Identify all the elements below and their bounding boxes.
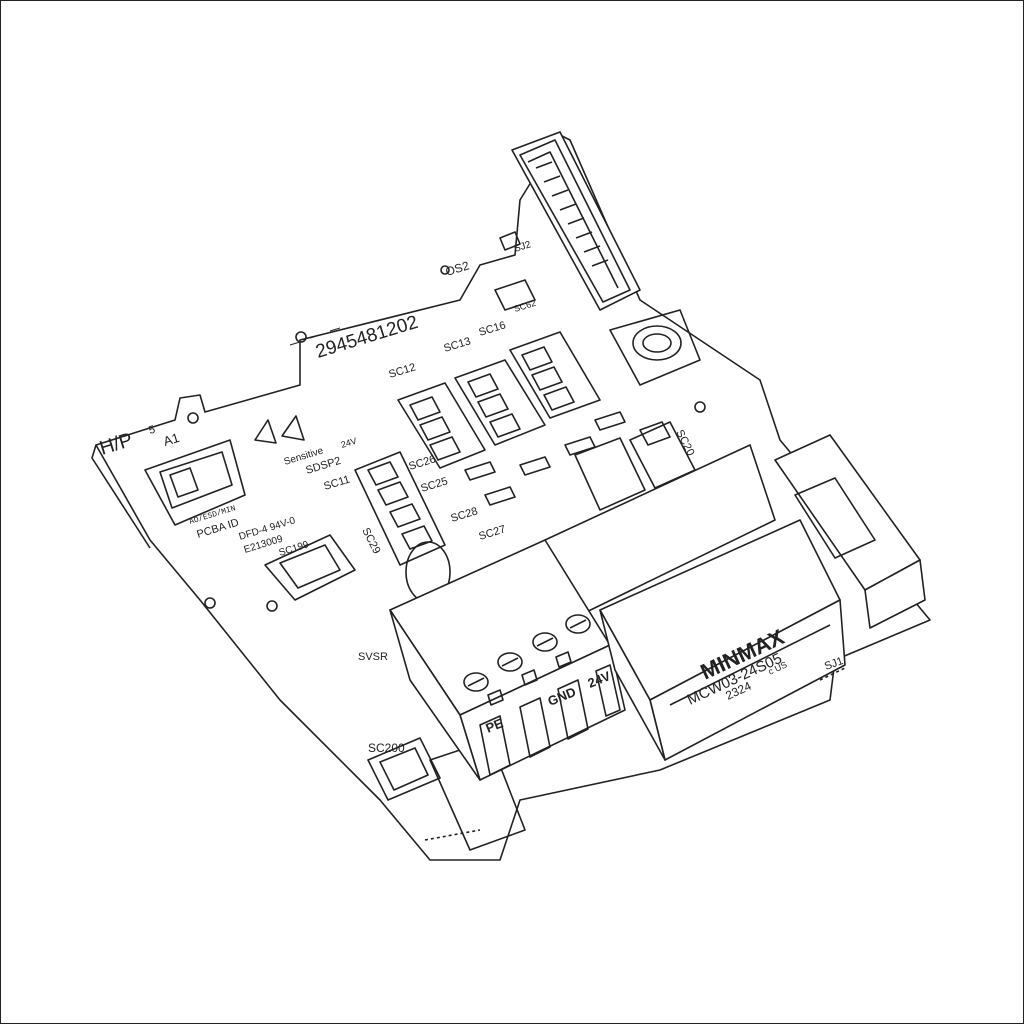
qr-label — [144, 439, 246, 526]
label-os2: OS2 — [444, 258, 471, 279]
label-rev-5: 5 — [147, 424, 156, 437]
mounting-hole — [609, 309, 701, 386]
chip-sc200 — [367, 737, 441, 801]
edge-connector — [511, 131, 641, 311]
label-24v: 24V — [340, 436, 358, 450]
via-hole — [204, 597, 216, 609]
component-array-3 — [509, 331, 601, 419]
terminal-label-pe: PE — [484, 715, 506, 736]
esd-symbol — [254, 419, 277, 444]
label-svsr: SVSR — [358, 651, 388, 663]
chip-sc199 — [264, 534, 356, 601]
dc-dc-converter — [599, 519, 846, 761]
via-hole — [266, 600, 278, 612]
via-hole — [295, 331, 307, 343]
label-sj2: SJ2 — [513, 239, 533, 255]
right-connector — [774, 434, 926, 629]
label-sc200: SC200 — [368, 741, 405, 755]
component-array-2 — [454, 359, 546, 446]
via-hole — [440, 265, 450, 275]
label-rev-a1: A1 — [161, 430, 181, 449]
via-hole — [187, 412, 199, 424]
esd-symbol — [281, 415, 305, 441]
via-hole — [694, 401, 706, 413]
component-array-4 — [354, 451, 446, 566]
component-array-1 — [397, 382, 486, 469]
